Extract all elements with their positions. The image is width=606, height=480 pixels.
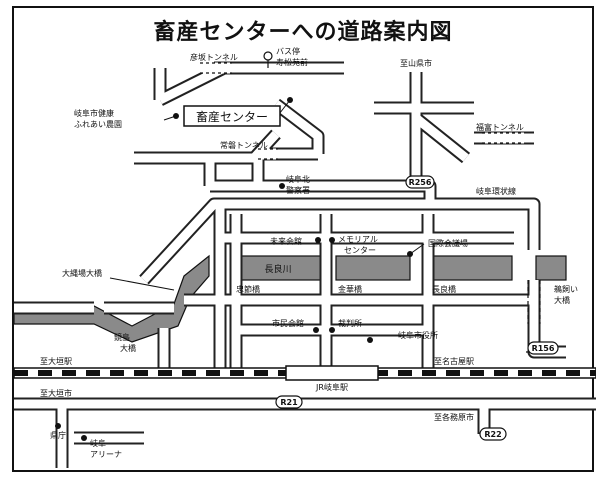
- tokiwa-tunnel-label: 常磐トンネル: [220, 140, 268, 150]
- saibansho-dot: [329, 327, 335, 333]
- mirai-dot: [315, 237, 321, 243]
- ukai-label-1: 鵜飼い: [554, 284, 578, 294]
- convention-leader: [409, 243, 425, 255]
- onawaba-label: 大縄場大橋: [62, 268, 102, 278]
- saibansho-label: 裁判所: [338, 318, 362, 328]
- kashima-label-1: 鏡島: [114, 332, 130, 342]
- cityhall-dot: [367, 337, 373, 343]
- hikosaka-tunnel-label: 彦坂トンネル: [190, 52, 238, 62]
- health-park-label-2: ふれあい農園: [74, 119, 122, 129]
- map-title: 畜産センターへの道路案内図: [153, 20, 453, 45]
- to-ogaki-city-label: 至大垣市: [40, 388, 72, 398]
- chusetsu-label: 忠節橋: [236, 284, 260, 294]
- route-r256: R256: [409, 178, 432, 187]
- to-yamagata-label: 至山県市: [400, 58, 432, 68]
- pref-office-label: 県庁: [50, 430, 66, 440]
- fukutomi-tunnel-label: 福富トンネル: [476, 122, 524, 132]
- memorial-dot: [329, 237, 335, 243]
- pref-dot: [55, 423, 61, 429]
- kashima-label-2: 大橋: [120, 343, 136, 353]
- center-label-box: [183, 105, 281, 127]
- jr-gifu-label: JR岐阜駅: [315, 382, 348, 392]
- health-park-label-1: 岐阜市健康: [74, 108, 114, 118]
- road-map: R256 R156 R21 R22 彦坂トンネル バス停 寿松苑前 至山県市 岐…: [14, 46, 596, 468]
- arena-label-1: 岐阜: [90, 438, 106, 448]
- markers: [55, 51, 546, 441]
- river-seg-3: [429, 255, 513, 281]
- onawaba-leader: [109, 277, 175, 291]
- arena-dot: [81, 435, 87, 441]
- tunnels: [200, 62, 541, 324]
- police-label-2: 警察署: [286, 185, 310, 195]
- police-label-1: 岐阜北: [286, 174, 310, 184]
- bus-stop-label: バス停: [276, 46, 300, 56]
- ring-dashed: [527, 280, 541, 324]
- police-dot: [279, 183, 285, 189]
- bus-stop-name: 寿松苑前: [276, 57, 308, 67]
- nagara-river-label: 長良川: [264, 263, 291, 275]
- shimin-label: 市民会館: [272, 318, 304, 328]
- to-kakamigahara-label: 至各務原市: [434, 412, 474, 422]
- arena-label-2: アリーナ: [90, 450, 122, 459]
- mirai-label: 未来会館: [270, 236, 302, 246]
- nagara-river: [14, 254, 567, 343]
- route-shields: [275, 175, 559, 441]
- memorial-label-1: メモリアル: [338, 235, 378, 244]
- convention-label: 国際会議場: [428, 238, 468, 248]
- river-west: [14, 254, 210, 343]
- shimin-dot: [313, 327, 319, 333]
- route-r22: R22: [484, 430, 501, 439]
- route-r156: R156: [532, 344, 555, 353]
- nagara-bridge-label: 長良橋: [432, 284, 456, 294]
- ukai-label-2: 大橋: [554, 295, 570, 305]
- city-hall-label: 岐阜市役所: [398, 330, 438, 340]
- river-seg-4: [535, 255, 567, 281]
- center-label: 畜産センター: [196, 109, 268, 124]
- to-nagoya-station-label: 至名古屋駅: [434, 356, 474, 366]
- health-leader: [163, 115, 177, 121]
- route-r21: R21: [280, 398, 298, 407]
- bus-stop-icon: [263, 51, 273, 61]
- river-seg-2: [335, 255, 411, 281]
- railway: [14, 365, 596, 381]
- river-seg-1: [233, 255, 323, 281]
- kinka-label: 金華橋: [338, 284, 362, 294]
- jr-gifu-station: [285, 365, 379, 381]
- roads: [14, 61, 596, 468]
- memorial-label-2: センター: [344, 246, 376, 255]
- ring-road-label: 岐阜環状線: [476, 186, 516, 196]
- to-ogaki-station-label: 至大垣駅: [40, 356, 72, 366]
- map-frame: 畜産センターへの道路案内図: [12, 6, 596, 472]
